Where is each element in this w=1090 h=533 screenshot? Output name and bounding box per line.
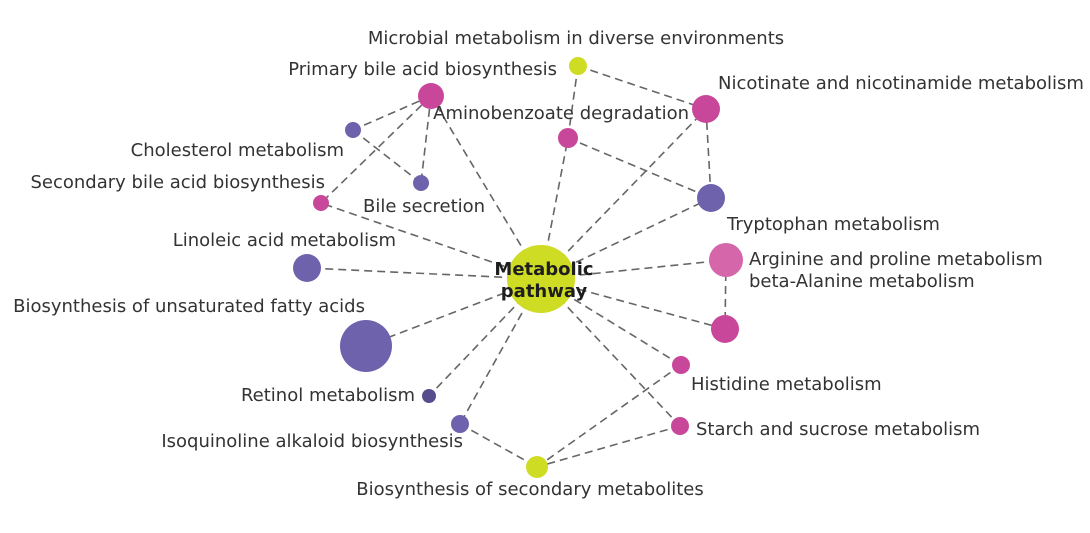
edge-microbial-aminobenzoate xyxy=(567,65,579,139)
node-label-tryptophan: Tryptophan metabolism xyxy=(726,214,940,235)
node-arginine[interactable] xyxy=(709,243,743,277)
node-label-bile-secretion: Bile secretion xyxy=(363,196,485,217)
edge-histidine-secondary_metabolites xyxy=(536,364,682,468)
edge-microbial-nicotinate xyxy=(577,65,707,110)
edge-center-aminobenzoate xyxy=(540,137,569,280)
node-label-secondary-metabolites: Biosynthesis of secondary metabolites xyxy=(356,479,704,500)
edge-primary_bile-bile_secretion xyxy=(420,95,432,184)
edge-cholesterol-bile_secretion xyxy=(352,129,422,184)
center-label-line: Metabolic xyxy=(494,259,593,280)
node-starch[interactable] xyxy=(671,417,689,435)
node-label-arginine: Arginine and proline metabolism xyxy=(749,249,1043,270)
edge-primary_bile-cholesterol xyxy=(352,95,432,131)
node-secondary-bile[interactable] xyxy=(313,195,329,211)
node-nicotinate[interactable] xyxy=(692,95,720,123)
edge-nicotinate-tryptophan xyxy=(705,108,712,199)
node-microbial[interactable] xyxy=(569,57,587,75)
node-label-secondary-bile: Secondary bile acid biosynthesis xyxy=(30,172,325,193)
node-label-retinol: Retinol metabolism xyxy=(241,385,415,406)
node-label-unsaturated: Biosynthesis of unsaturated fatty acids xyxy=(13,296,365,317)
nodes-layer xyxy=(293,57,743,478)
node-metabolic-pathway[interactable] xyxy=(507,245,575,313)
node-label-linoleic: Linoleic acid metabolism xyxy=(173,230,396,251)
node-label-isoquinoline: Isoquinoline alkaloid biosynthesis xyxy=(161,431,463,452)
node-beta-alanine[interactable] xyxy=(711,315,739,343)
edge-center-linoleic xyxy=(306,267,542,280)
edge-isoquinoline-secondary_metabolites xyxy=(459,423,538,468)
node-unsaturated[interactable] xyxy=(340,320,392,372)
node-label-microbial: Microbial metabolism in diverse environm… xyxy=(368,28,784,49)
node-label-cholesterol: Cholesterol metabolism xyxy=(131,140,344,161)
edge-starch-secondary_metabolites xyxy=(536,425,681,468)
node-linoleic[interactable] xyxy=(293,254,321,282)
node-bile-secretion[interactable] xyxy=(413,175,429,191)
center-label-line: pathway xyxy=(501,281,588,302)
node-label-histidine: Histidine metabolism xyxy=(691,374,882,395)
node-label-starch: Starch and sucrose metabolism xyxy=(696,419,980,440)
edge-center-primary_bile xyxy=(430,95,542,280)
node-primary-bile[interactable] xyxy=(418,83,444,109)
edge-center-nicotinate xyxy=(540,108,707,280)
node-retinol[interactable] xyxy=(422,389,436,403)
node-label-beta-alanine: beta-Alanine metabolism xyxy=(749,271,975,292)
node-aminobenzoate[interactable] xyxy=(558,128,578,148)
node-label-nicotinate: Nicotinate and nicotinamide metabolism xyxy=(718,73,1084,94)
node-isoquinoline[interactable] xyxy=(451,415,469,433)
node-tryptophan[interactable] xyxy=(697,184,725,212)
labels-layer: Microbial metabolism in diverse environm… xyxy=(13,28,1084,500)
node-cholesterol[interactable] xyxy=(345,122,361,138)
node-label-aminobenzoate: Aminobenzoate degradation xyxy=(433,103,689,124)
edge-aminobenzoate-tryptophan xyxy=(567,137,712,199)
node-histidine[interactable] xyxy=(672,356,690,374)
node-secondary-metabolites[interactable] xyxy=(526,456,548,478)
node-label-primary-bile: Primary bile acid biosynthesis xyxy=(288,59,557,80)
